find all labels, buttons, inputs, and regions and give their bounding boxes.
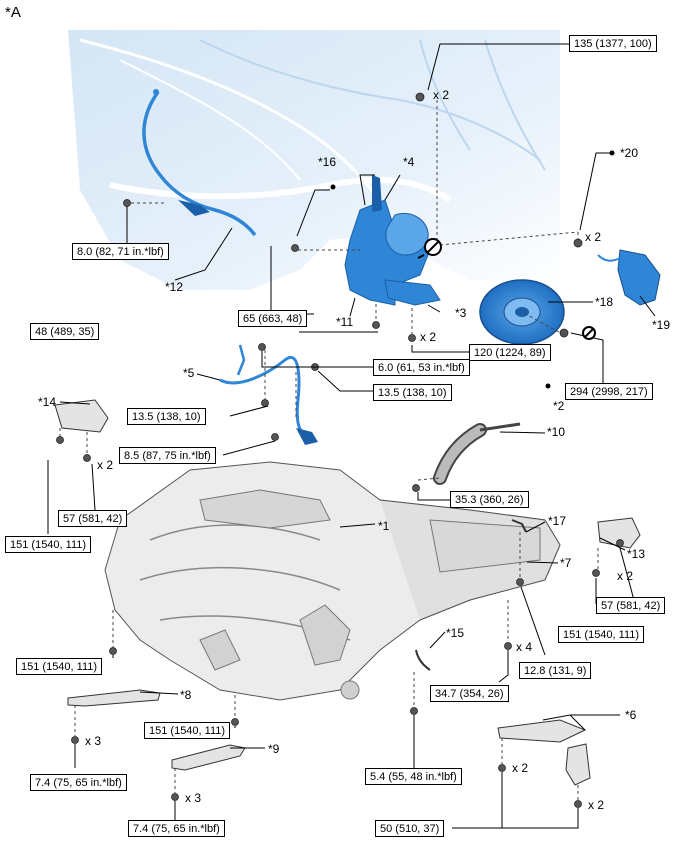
torque-spec-box: 151 (1540, 111) bbox=[558, 626, 645, 643]
bracket-part-14 bbox=[54, 399, 109, 433]
torque-spec-box: 151 (1540, 111) bbox=[144, 722, 231, 739]
torque-spec-box: 6.0 (61, 53 in.*lbf) bbox=[373, 359, 470, 376]
callout-part-4: *4 bbox=[403, 155, 415, 169]
fastener-bolts bbox=[56, 92, 624, 808]
torque-spec-box: 35.3 (360, 26) bbox=[450, 491, 529, 508]
quantity-label: x 2 bbox=[588, 798, 605, 812]
quantity-label: x 3 bbox=[185, 791, 202, 805]
torque-spec-box: 8.0 (82, 71 in.*lbf) bbox=[72, 243, 169, 260]
callout-part-3: *3 bbox=[455, 306, 467, 320]
callout-part-7: *7 bbox=[560, 556, 572, 570]
torque-spec-box: 135 (1377, 100) bbox=[569, 35, 657, 52]
bullet-marks bbox=[330, 150, 615, 389]
sensor-harness-part-5 bbox=[219, 344, 318, 445]
callout-part-16: *16 bbox=[318, 155, 337, 169]
bracket-part-8 bbox=[67, 689, 161, 707]
callout-part-14: *14 bbox=[38, 395, 57, 409]
callout-part-9: *9 bbox=[268, 742, 280, 756]
clip-part-17 bbox=[511, 519, 527, 533]
quantity-label: x 2 bbox=[433, 88, 450, 102]
torque-spec-box: 8.5 (87, 75 in.*lbf) bbox=[119, 447, 216, 464]
callout-part-17: *17 bbox=[548, 514, 567, 528]
quantity-label: x 2 bbox=[585, 230, 602, 244]
torque-spec-box: 57 (581, 42) bbox=[58, 510, 128, 527]
callout-part-6: *6 bbox=[625, 708, 637, 722]
torque-spec-box: 7.4 (75, 65 in.*lbf) bbox=[128, 820, 225, 837]
callout-part-20: *20 bbox=[620, 146, 639, 160]
view-label: *A bbox=[5, 4, 21, 21]
callout-part-12: *12 bbox=[165, 280, 184, 294]
bracket-part-6 bbox=[497, 719, 591, 786]
torque-spec-box: 65 (663, 48) bbox=[238, 310, 308, 327]
callout-part-2: *2 bbox=[553, 399, 565, 413]
quantity-label: x 2 bbox=[512, 761, 529, 775]
steering-knuckle-assembly bbox=[344, 175, 441, 306]
torque-spec-box: 57 (581, 42) bbox=[596, 597, 666, 614]
callout-part-11: *11 bbox=[336, 315, 354, 329]
quantity-label: x 2 bbox=[420, 330, 437, 344]
callout-part-19: *19 bbox=[652, 318, 671, 332]
torque-spec-box: 12.8 (131, 9) bbox=[519, 662, 592, 679]
brake-caliper-part-19 bbox=[597, 249, 661, 306]
alignment-lines bbox=[59, 100, 599, 801]
torque-spec-box: 294 (2998, 217) bbox=[565, 383, 653, 400]
intake-hose-part-10 bbox=[433, 422, 521, 485]
callout-part-5: *5 bbox=[183, 366, 195, 380]
quantity-label: x 3 bbox=[85, 734, 102, 748]
torque-spec-box: 13.5 (138, 10) bbox=[127, 408, 206, 425]
bracket-part-13 bbox=[597, 517, 641, 549]
no-reuse-icon bbox=[417, 238, 442, 259]
clip-part-15 bbox=[415, 649, 431, 671]
torque-spec-box: 151 (1540, 111) bbox=[16, 658, 103, 675]
torque-spec-box: 34.7 (354, 26) bbox=[430, 685, 509, 702]
callout-part-10: *10 bbox=[547, 425, 566, 439]
torque-spec-box: 7.4 (75, 65 in.*lbf) bbox=[30, 774, 127, 791]
brake-disc-part-18 bbox=[479, 279, 565, 345]
torque-spec-box: 50 (510, 37) bbox=[375, 820, 445, 837]
quantity-label: x 2 bbox=[97, 458, 114, 472]
callout-part-18: *18 bbox=[595, 295, 614, 309]
vehicle-front-background bbox=[68, 30, 560, 290]
bracket-part-9 bbox=[171, 744, 246, 771]
torque-spec-box: 5.4 (55, 48 in.*lbf) bbox=[365, 768, 462, 785]
torque-spec-box: 120 (1224, 89) bbox=[469, 344, 551, 361]
torque-spec-box: 48 (489, 35) bbox=[30, 323, 100, 340]
torque-spec-box: 13.5 (138, 10) bbox=[373, 384, 452, 401]
callout-part-15: *15 bbox=[446, 626, 465, 640]
quantity-label: x 2 bbox=[617, 569, 634, 583]
no-reuse-nut-icon bbox=[582, 326, 596, 340]
torque-spec-box: 151 (1540, 111) bbox=[5, 536, 92, 553]
callout-part-1: *1 bbox=[378, 519, 390, 533]
quantity-label: x 4 bbox=[516, 640, 533, 654]
callout-part-13: *13 bbox=[627, 547, 646, 561]
engine-transmission-assembly bbox=[104, 461, 561, 701]
wire-harness-part-12 bbox=[142, 89, 257, 237]
callout-part-8: *8 bbox=[180, 688, 192, 702]
